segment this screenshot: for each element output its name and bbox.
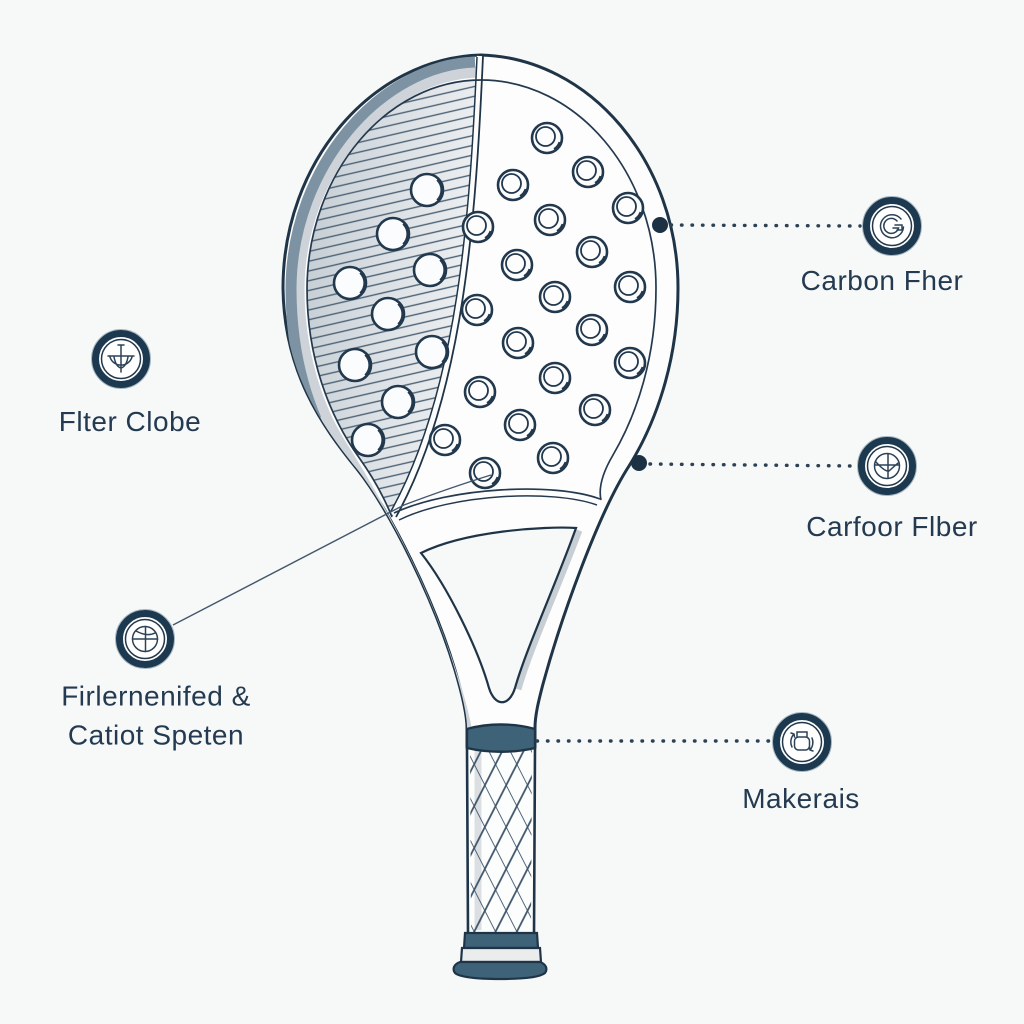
label-reinforced-line2: Catiot Speten xyxy=(67,719,245,751)
label-materials: Makerais xyxy=(742,783,860,814)
connector-dot-top xyxy=(652,217,668,233)
globe-chord-circle-icon xyxy=(858,437,917,496)
face-seam-gap xyxy=(390,55,483,517)
face-seam-line-left xyxy=(389,56,478,514)
label-filter-globe: Flter Clobe xyxy=(58,406,202,437)
butt-band xyxy=(462,931,540,950)
face-inner-boundary xyxy=(306,79,657,518)
racket-handle xyxy=(452,723,548,981)
label-reinforced-line1: Firlernenifed & xyxy=(61,680,251,712)
label-reinforced-carbon: Firlernenifed & Catiot Speten xyxy=(61,681,251,752)
label-carbon-fiber-top: Carbon Fher xyxy=(800,265,964,296)
spinning-top-circle-icon xyxy=(92,330,151,389)
grip-crosshatch-2 xyxy=(470,749,532,932)
globe-cross-circle-icon xyxy=(116,610,175,669)
face-seam-line-right xyxy=(395,55,484,518)
bridge-lower-arc xyxy=(398,495,598,521)
bridge-upper-arc xyxy=(393,488,601,514)
butt-cap xyxy=(452,960,548,981)
jar-recycle-circle-icon xyxy=(773,713,832,772)
label-carbon-fiber-right: Carfoor Flber xyxy=(806,511,978,542)
throat-opening xyxy=(419,526,578,704)
solid-line-reinforced xyxy=(172,474,492,626)
butt-light-ring xyxy=(459,946,543,964)
swirl-circle-icon xyxy=(863,197,922,256)
right-arm-shading xyxy=(512,528,583,691)
rim-slate-band xyxy=(285,56,476,422)
connector-dot-right xyxy=(631,455,647,471)
connectors xyxy=(172,217,862,743)
grip-top-band xyxy=(465,723,537,753)
dotted-line-carbon-top xyxy=(669,223,862,228)
dotted-line-carbon-right xyxy=(648,462,856,468)
